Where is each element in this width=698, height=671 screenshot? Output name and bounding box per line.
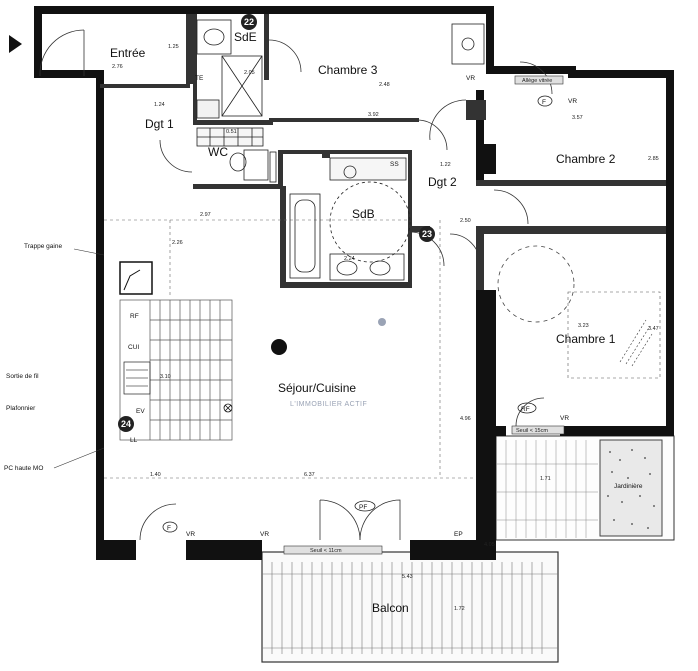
trappe-gaine-box [119,261,153,295]
chambre1-bed-outline [567,291,661,379]
room-label-chambre3: Chambre 3 [318,63,378,77]
code-ll: LL [130,437,138,444]
seuil-chambre1-label: Seuil < 15cm [516,428,548,434]
terrace-area [495,435,675,541]
code-vr-sejour-left: VR [186,531,195,538]
code-vr-sejour-right: VR [260,531,269,538]
room-label-entree: Entrée [110,46,146,60]
marker-22: 22 [241,14,257,30]
room-label-te: TE [195,75,204,82]
wardrobe-chambre3 [451,23,485,65]
dim-2-48: 2.48 [379,82,390,88]
jardiniere-planter [599,439,663,537]
code-pf: PF [354,500,376,512]
code-f-chambre2: F [537,95,553,107]
room-label-sejour: Séjour/Cuisine [278,381,356,395]
dim-3-10: 3.10 [160,374,171,380]
kitchen-counter [119,299,233,441]
dim-1-71: 1.71 [540,476,551,482]
code-vr-chambre3: VR [466,75,475,82]
code-vr-chambre1: VR [560,415,569,422]
dim-1-25: 1.25 [168,44,179,50]
dim-3-47: 3.47 [648,326,659,332]
seuil-sejour-label: Seuil < 11cm [310,548,342,554]
outer-walls [34,6,674,560]
watermark-text: L'IMMOBILIER ACTIF [290,401,367,408]
marker-24: 24 [118,416,134,432]
dim-2-24: 2.24 [344,256,355,262]
code-cui: CUI [128,344,139,351]
room-label-wc: WC [208,145,228,159]
door-swings [39,29,553,541]
code-f-sejour-label: F [167,525,171,532]
side-label-plafonnier: Plafonnier [6,405,36,412]
dim-6-37: 6.37 [304,472,315,478]
room-label-chambre1: Chambre 1 [556,332,616,346]
marker-23-label: 23 [422,229,432,239]
dim-5-43: 5.43 [402,574,413,580]
dim-1-22: 1.22 [440,162,451,168]
plafonnier-icon [271,339,287,355]
side-label-trappe: Trappe gaine [24,243,62,250]
room-label-dgt1: Dgt 1 [145,117,174,131]
dim-0-51: 0.51 [226,129,237,135]
room-label-dgt2: Dgt 2 [428,175,457,189]
dim-1-72: 1.72 [454,606,465,612]
code-vr-chambre2: VR [568,98,577,105]
dim-4-05: 4.05 [484,542,495,548]
entrance-arrow-icon [9,35,22,53]
dim-3-92: 3.92 [368,112,379,118]
marker-24-label: 24 [121,419,131,429]
light-point-icon [223,403,233,413]
dim-2-97: 2.97 [200,212,211,218]
code-f-chambre2-label: F [542,99,546,106]
code-rf-chambre1-label: RF [521,406,530,413]
balcony-area [261,551,559,663]
dim-3-57: 3.57 [572,115,583,121]
code-f-sejour: F [162,521,178,533]
room-label-balcon: Balcon [372,601,409,615]
sde-fixtures [196,19,263,119]
room-label-jardiniere: Jardinière [614,483,643,490]
dim-2-05: 2.05 [244,70,255,76]
allege-label: Allège vitrée [522,78,552,84]
dim-2-76: 2.76 [112,64,123,70]
code-ev: EV [136,408,145,415]
code-rf-kitchen: RF [130,313,139,320]
room-label-ss: SS [390,161,399,168]
dim-1-40: 1.40 [150,472,161,478]
room-label-chambre2: Chambre 2 [556,152,616,166]
dim-2-85: 2.85 [648,156,659,162]
dim-1-24: 1.24 [154,102,165,108]
code-pf-label: PF [359,504,367,511]
dim-4-96: 4.96 [460,416,471,422]
dim-2-26: 2.26 [172,240,183,246]
code-ep: EP [454,531,463,538]
chambre1-turning-circle [497,245,575,323]
wc-fixtures [196,127,277,183]
smoke-detector-icon [378,318,386,326]
chambre2-shaft [484,144,496,174]
sdb-fixtures [289,157,411,281]
room-label-sdb: SdB [352,207,375,221]
side-label-pc: PC haute MO [4,465,43,472]
side-label-sortie: Sortie de fil [6,373,39,380]
code-rf-chambre1: RF [517,402,537,414]
marker-22-label: 22 [244,17,254,27]
dim-3-23: 3.23 [578,323,589,329]
room-label-sde: SdE [234,30,257,44]
dim-2-50: 2.50 [460,218,471,224]
marker-23: 23 [419,226,435,242]
